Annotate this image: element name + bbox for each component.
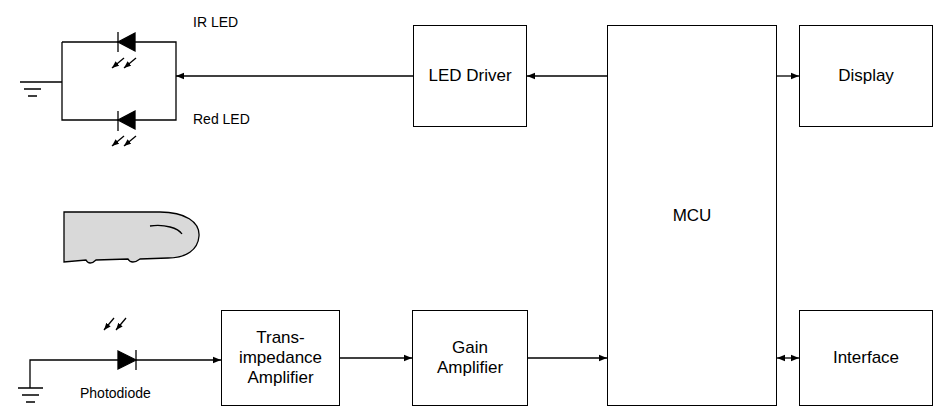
part-label: IR LED: [193, 14, 238, 30]
mcu-box: MCU: [607, 25, 777, 406]
ground-symbol: [18, 388, 43, 402]
signal-arrow: [527, 75, 607, 76]
signal-arrow: [777, 75, 799, 76]
node-label: Interface: [833, 348, 899, 368]
node-label: LED Driver: [428, 66, 511, 86]
finger: [64, 212, 199, 263]
led-pair: [20, 32, 413, 146]
part-label: Photodiode: [80, 385, 151, 401]
process-box: Interface: [799, 310, 933, 406]
signal-arrow: [340, 357, 412, 358]
amplifier-box: Trans- impedance Amplifier: [221, 310, 340, 406]
amplifier-box: Gain Amplifier: [412, 310, 528, 406]
node-label: Trans- impedance Amplifier: [228, 328, 333, 388]
signal-arrow: [528, 357, 607, 358]
node-label: Display: [838, 66, 894, 86]
photodiode-symbol: [18, 318, 221, 402]
process-box: LED Driver: [413, 25, 527, 127]
signal-arrow: [777, 357, 799, 358]
process-box: Display: [799, 25, 933, 127]
ground-symbol: [20, 82, 62, 96]
node-label: Gain Amplifier: [419, 338, 521, 378]
node-label: MCU: [673, 206, 712, 226]
part-label: Red LED: [193, 111, 250, 127]
drive-wire: [176, 75, 413, 76]
